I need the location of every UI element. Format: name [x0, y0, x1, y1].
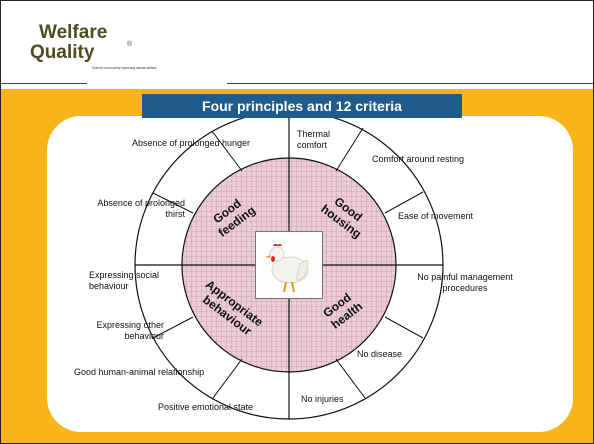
criterion-absence-thirst: Absence of prolonged thirst: [97, 198, 185, 219]
criterion-expressing-other-behaviour: Expressing other behaviour: [96, 320, 164, 341]
criteria-dividers: [152, 127, 424, 399]
hen-icon: [256, 232, 322, 298]
criterion-thermal-comfort: Thermal comfort: [297, 129, 331, 150]
header-rule-left: [1, 83, 87, 84]
criterion-positive-emotional-state: Positive emotional state: [158, 402, 254, 412]
slide-header: Welfare ® Quality Science and society im…: [1, 1, 593, 83]
logo-registered-mark: ®: [127, 41, 133, 48]
logo-tagline: Science and society improving animal wel…: [92, 66, 157, 70]
header-rule-right: [227, 83, 593, 84]
logo-word-quality: Quality: [30, 42, 95, 63]
criterion-ease-movement: Ease of movement: [398, 211, 474, 221]
hen-photo: [255, 231, 323, 299]
criterion-expressing-social-behaviour: Expressing social behaviour: [89, 270, 160, 291]
criterion-no-injuries: No injuries: [301, 394, 344, 404]
criterion-absence-hunger: Absence of prolonged hunger: [131, 138, 251, 148]
welfare-quality-logo: Welfare ® Quality Science and society im…: [21, 21, 221, 77]
diagram-title: Four principles and 12 criteria: [142, 94, 462, 118]
logo-word-welfare: Welfare: [39, 22, 108, 43]
criterion-no-painful-procedures: No painful management procedures: [417, 272, 513, 293]
criterion-human-animal-relationship: Good human-animal relationship: [74, 367, 205, 377]
criterion-no-disease: No disease: [357, 349, 403, 359]
criterion-comfort-resting: Comfort around resting: [372, 154, 465, 164]
